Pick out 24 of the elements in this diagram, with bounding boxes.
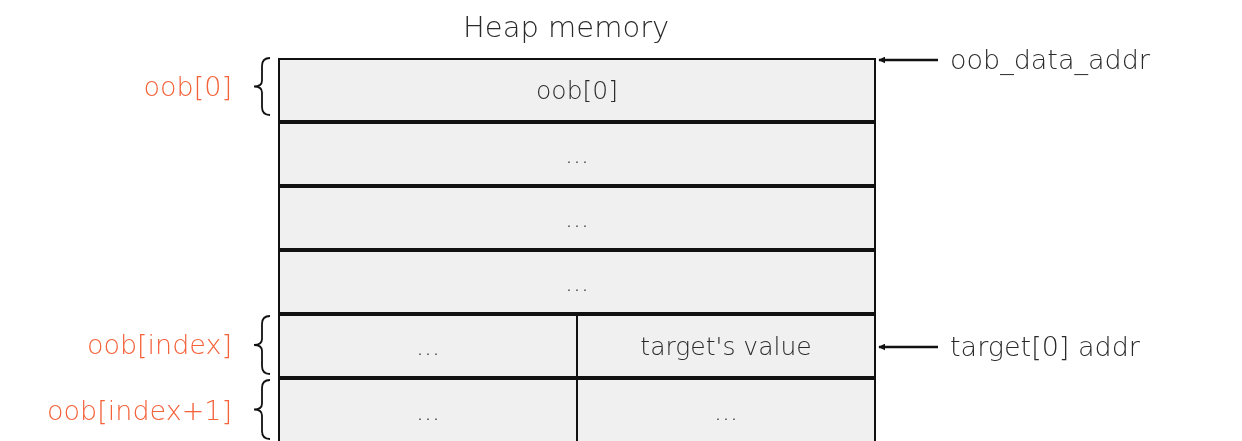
memory-cell [576,314,876,378]
cell-text: ... [565,267,589,297]
arrow [878,56,938,64]
cell-text: ... [565,139,589,169]
cell-text: ... [416,397,440,426]
index-label: oob[index] [86,328,232,362]
memory-cell [278,186,876,250]
address-label: target[0] addr [950,330,1185,364]
memory-cell [278,250,876,314]
memory-cell [576,378,876,441]
memory-cell [278,58,876,122]
index-label: oob[index+1] [47,393,232,428]
cell-text: oob[0] [536,75,618,105]
index-label: oob[0] [143,69,232,104]
cell-text: ... [714,397,738,426]
memory-cell [278,122,876,186]
memory-cell [278,378,578,441]
cell-text: ... [565,203,589,233]
cell-text: target's value [640,331,812,361]
cell-text: ... [416,331,440,361]
address-label: oob_data_addr [950,43,1210,77]
diagram-title: Heap memory [463,10,670,44]
memory-cell [278,314,578,378]
arrow [878,343,938,351]
